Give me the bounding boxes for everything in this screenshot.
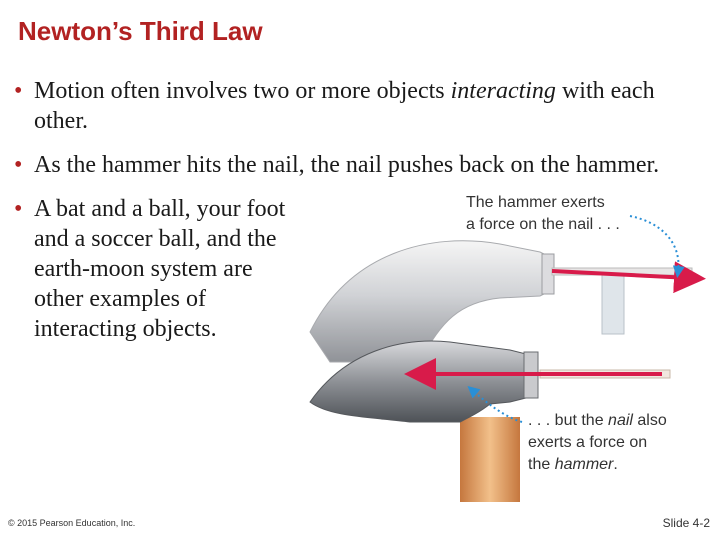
bullet-text: As the hammer hits the nail, the nail pu…	[34, 152, 660, 178]
hammer-nail-illustration	[309, 215, 706, 502]
bullet-dot: •	[14, 196, 23, 222]
bullet-item: • Motion often involves two or more obje…	[14, 76, 704, 136]
slide-number: Slide 4-2	[662, 516, 710, 530]
caption-bottom: . . . but the nail also exerts a force o…	[528, 412, 667, 473]
force-on-nail-arrow	[551, 261, 706, 294]
bullet-list: • Motion often involves two or more obje…	[14, 76, 704, 358]
copyright-text: © 2015 Pearson Education, Inc.	[8, 518, 136, 528]
bullet-text: A bat and a ball, your foot and a soccer…	[34, 196, 286, 342]
hammer-top	[309, 240, 555, 363]
slide-title: Newton’s Third Law	[18, 16, 263, 46]
caption-top: The hammer exerts a force on the nail . …	[466, 194, 620, 233]
callout-top-dotted-arrow	[629, 215, 685, 278]
bullet-dot: •	[14, 152, 23, 178]
hammer-bottom	[309, 340, 539, 502]
board	[601, 271, 625, 335]
bullet-text: Motion often involves two or more object…	[34, 78, 655, 134]
bullet-item: • As the hammer hits the nail, the nail …	[14, 150, 704, 180]
bullet-item: • A bat and a ball, your foot and a socc…	[14, 194, 304, 344]
bullet-dot: •	[14, 78, 23, 104]
